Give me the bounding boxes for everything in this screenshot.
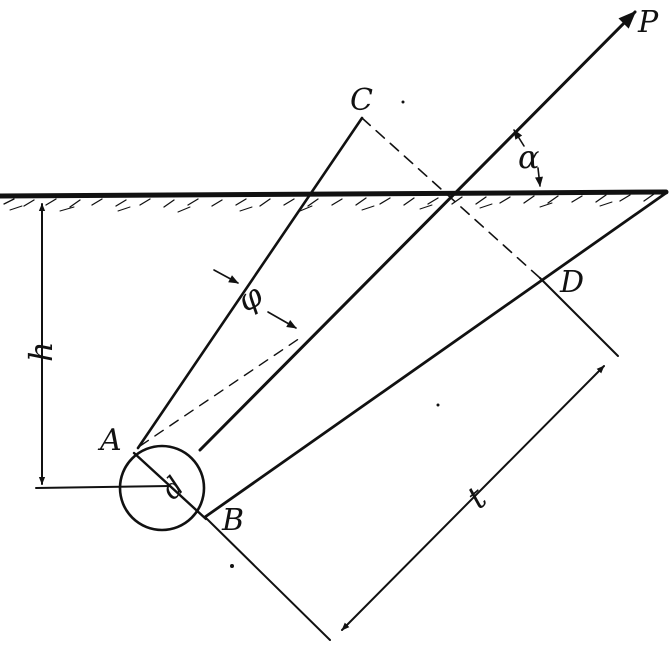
ground-surface — [0, 189, 669, 213]
label-c: C — [350, 83, 373, 118]
dimension-t — [341, 365, 605, 631]
label-h: h — [22, 341, 60, 362]
h-reference-line — [35, 485, 171, 489]
force-line-p — [198, 10, 637, 452]
line-d-extension — [539, 277, 619, 357]
dashed-line-c-d — [361, 117, 541, 279]
label-d: D — [559, 265, 584, 300]
dashed-line-a-axis — [139, 337, 301, 447]
label-t: t — [459, 479, 493, 516]
label-p: P — [637, 5, 659, 40]
alpha-arrow-upper — [513, 129, 525, 147]
alpha-arrow-lower — [535, 167, 543, 187]
speck — [230, 564, 234, 568]
cone-side-lower — [203, 191, 668, 519]
label-a: A — [97, 423, 122, 458]
diameter-line-a-b — [132, 451, 208, 521]
line-b-extension — [204, 516, 331, 641]
phi-arrow-left — [213, 269, 239, 284]
label-alpha: α — [518, 138, 540, 176]
speck — [436, 403, 440, 407]
cone-side-upper — [136, 116, 364, 450]
speck — [401, 100, 405, 104]
phi-arrow-right — [267, 311, 297, 329]
label-b: B — [221, 503, 244, 538]
anchor-plate-circle — [118, 444, 206, 532]
